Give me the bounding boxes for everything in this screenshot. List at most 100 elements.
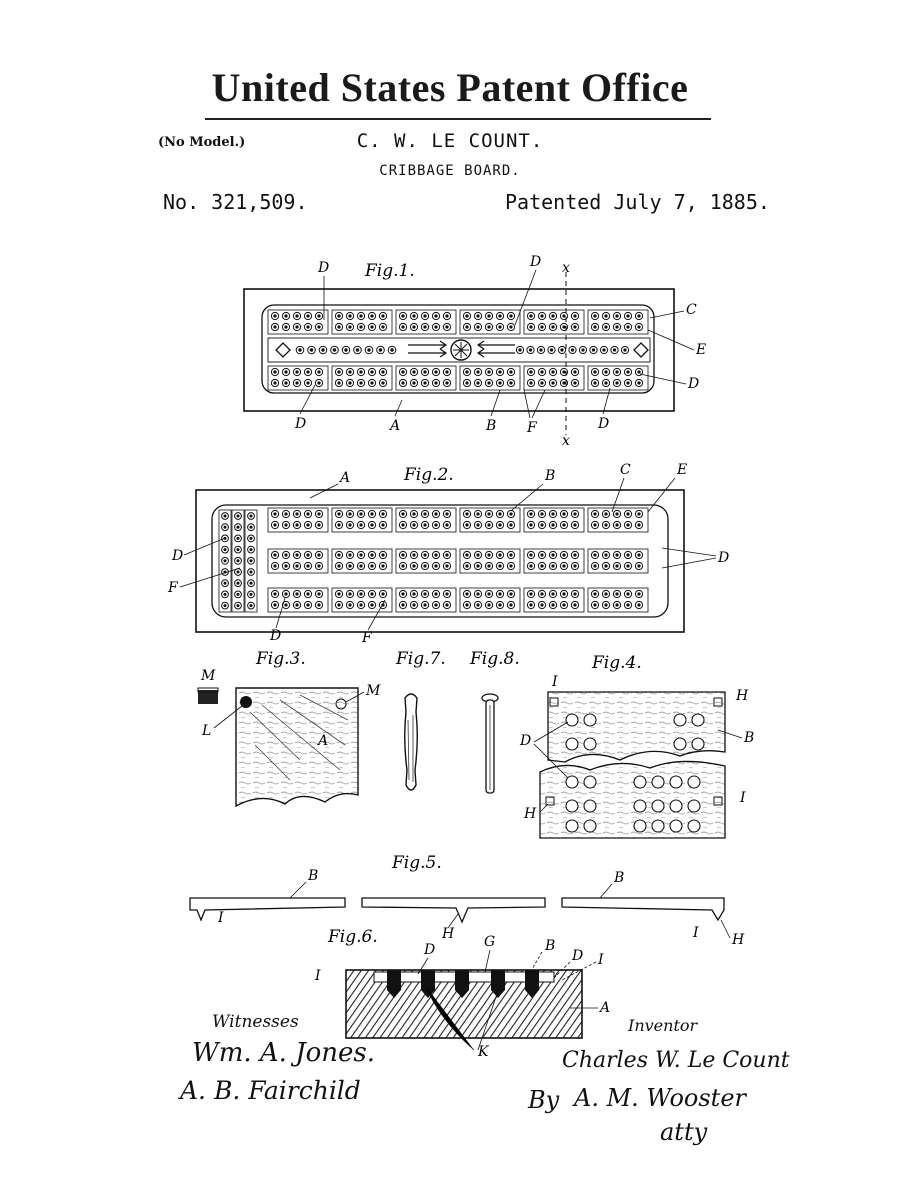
- fig1-bottom-hole-center: [573, 370, 577, 374]
- patent-number: No. 321,509.: [163, 190, 308, 214]
- fig2-mid-hole-center: [476, 553, 480, 557]
- fig2-mid-hole-center: [423, 564, 427, 568]
- fig2-mid-hole-center: [295, 553, 299, 557]
- fig7-peg-shading: [407, 715, 414, 782]
- fig6-peg: [421, 970, 435, 990]
- fig1-rosette-spokes: [453, 342, 469, 358]
- fig6-peg: [387, 970, 401, 990]
- fig1-mid-hole-right-center: [528, 348, 533, 352]
- fig1-top-hole-center: [401, 314, 405, 318]
- fig6-label-i-right: I: [597, 952, 604, 968]
- fig1-bottom-hole-center: [637, 381, 641, 385]
- fig2-bottom-group: [459, 587, 521, 613]
- fig1-mid-hole-right-center: [591, 348, 596, 352]
- fig1-top-hole-center: [540, 314, 544, 318]
- fig1-top-hole-center: [465, 325, 469, 329]
- fig2-leader-e: [647, 477, 676, 513]
- fig1-bottom-hole-center: [284, 370, 288, 374]
- fig1-top-hole-center: [615, 314, 619, 318]
- fig1-leader-a: [394, 399, 403, 417]
- fig1-leader-d5: [602, 387, 611, 415]
- fig5-label-b-left: B: [307, 868, 318, 884]
- fig3-caption: Fig.3.: [255, 649, 306, 669]
- fig1-bottom-hole-center: [317, 381, 321, 385]
- fig2-left-hole-center: [236, 559, 240, 563]
- fig2-left-hole-center: [236, 525, 240, 529]
- fig1-bottom-hole-center: [317, 370, 321, 374]
- fig2-bottom-hole-center: [423, 603, 427, 607]
- fig1-bottom-hole-center: [615, 381, 619, 385]
- fig1-top-hole-center: [509, 325, 513, 329]
- fig1-top-hole-center: [306, 325, 310, 329]
- fig2-mid-hole-center: [637, 553, 641, 557]
- fig1-top-hole-center: [509, 314, 513, 318]
- fig1-top-hole-center: [337, 314, 341, 318]
- fig1-top-hole-center: [273, 314, 277, 318]
- fig1-bottom-group: [587, 365, 649, 391]
- fig2-left-hole-center: [223, 592, 227, 596]
- fig4-hole-lower: [669, 799, 683, 813]
- fig4-label-h-top: H: [735, 688, 749, 704]
- fig1-leader-d4: [299, 384, 316, 415]
- fig2-left-hole-center: [236, 536, 240, 540]
- fig2-mid-group: [523, 548, 585, 574]
- fig1-top-hole-center: [412, 325, 416, 329]
- fig2-left-hole-center: [236, 604, 240, 608]
- fig2-mid-hole-center: [465, 564, 469, 568]
- fig1-mid-hole-right-center: [602, 348, 606, 352]
- fig1-label-x-top: x: [562, 260, 570, 276]
- fig2-mid-hole-center: [284, 564, 288, 568]
- fig1-top-hole-center: [412, 314, 416, 318]
- fig2-mid-hole-center: [593, 553, 597, 557]
- fig1-top-hole-center: [273, 325, 277, 329]
- fig2-top-hole-center: [337, 523, 341, 527]
- fig2-bottom-hole-center: [359, 603, 363, 607]
- figure-2: Fig.2. A B C E D F D D F: [167, 462, 729, 646]
- fig6-peg-tip: [421, 990, 435, 998]
- fig4-tab-h-top: [713, 697, 723, 707]
- fig2-top-hole-center: [476, 523, 480, 527]
- fig2-top-hole-center: [370, 512, 374, 516]
- fig6-label-k: K: [477, 1044, 490, 1060]
- fig2-label-f-left: F: [167, 580, 179, 596]
- fig2-board-outline: [195, 489, 685, 633]
- fig2-top-hole-center: [401, 512, 405, 516]
- fig1-top-hole-center: [359, 314, 363, 318]
- fig2-bottom-hole-center: [465, 592, 469, 596]
- fig2-bottom-hole-center: [348, 603, 352, 607]
- witness-signature-1: Wm. A. Jones.: [192, 1038, 376, 1068]
- fig3-label-l: L: [201, 723, 211, 739]
- fig1-top-hole-center: [434, 325, 438, 329]
- fig1-bottom-hole-center: [284, 381, 288, 385]
- fig1-top-hole-center: [401, 325, 405, 329]
- fig4-hole-upper: [583, 737, 597, 751]
- inventor-label: Inventor: [628, 1016, 698, 1035]
- fig1-bottom-hole-center: [359, 381, 363, 385]
- fig1-top-peg-rows: [267, 309, 649, 335]
- fig2-top-hole-center: [337, 512, 341, 516]
- fig1-leader-f: [523, 389, 546, 419]
- fig2-bottom-hole-center: [615, 592, 619, 596]
- fig1-top-hole-center: [476, 325, 480, 329]
- fig1-top-hole-center: [637, 325, 641, 329]
- inventor-name: C. W. LE COUNT.: [356, 130, 544, 152]
- fig1-top-hole-center: [317, 325, 321, 329]
- fig2-bottom-hole-center: [573, 603, 577, 607]
- fig1-mid-hole-left-center: [309, 348, 314, 352]
- fig4-hole-lower: [633, 799, 647, 813]
- fig1-bottom-hole-center: [615, 370, 619, 374]
- fig2-mid-hole-center: [401, 553, 405, 557]
- fig2-mid-hole-center: [317, 553, 321, 557]
- fig1-top-hole-center: [562, 314, 566, 318]
- fig3-label-a: A: [316, 733, 328, 749]
- fig1-label-d1: D: [317, 260, 329, 276]
- fig2-mid-hole-center: [573, 553, 577, 557]
- fig1-bottom-hole-center: [348, 370, 352, 374]
- fig6-leader-g: [484, 949, 491, 973]
- fig2-top-hole-center: [295, 523, 299, 527]
- fig2-mid-hole-center: [476, 564, 480, 568]
- fig5-caption: Fig.5.: [391, 853, 442, 873]
- fig4-hole-lower: [651, 799, 665, 813]
- fig2-bottom-hole-center: [284, 592, 288, 596]
- fig5-label-i-left: I: [217, 910, 224, 926]
